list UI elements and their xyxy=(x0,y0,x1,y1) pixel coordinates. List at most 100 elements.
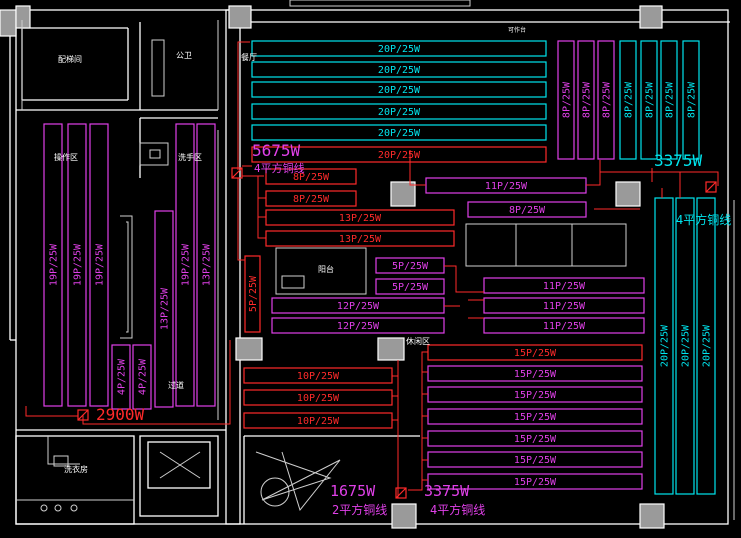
light-strip-label: 13P/25W xyxy=(339,234,382,245)
light-strip-label: 8P/25W xyxy=(602,81,613,118)
light-strip-8p: 8P/25W xyxy=(557,40,575,160)
light-strip-label: 4P/25W xyxy=(117,358,128,395)
wire-segment xyxy=(600,171,719,186)
room-label-toilet: 公卫 xyxy=(176,51,192,60)
room-label-balcony: 阳台 xyxy=(318,264,334,274)
light-strip-5p: 5P/25W xyxy=(375,278,445,295)
light-strip-label: 12P/25W xyxy=(337,321,380,332)
light-strip-label: 5P/25W xyxy=(392,282,429,293)
light-strip-label: 8P/25W xyxy=(624,81,635,118)
light-strip-label: 8P/25W xyxy=(665,81,676,118)
wire-segment xyxy=(409,150,426,186)
light-strip-8p: 8P/25W xyxy=(682,40,700,160)
wire-segment xyxy=(237,178,245,261)
room-label-dining: 餐厅 xyxy=(241,53,257,62)
light-strips: 20P/25W 20P/25W 20P/25W 20P/25W 20P/25W 20P/2… xyxy=(43,40,716,495)
light-strip-label: 8P/25W xyxy=(645,81,656,118)
light-strip-15p: 15P/25W xyxy=(427,365,643,382)
circuit-1-cable: 4平方铜线 xyxy=(254,161,305,175)
light-strip-20p: 20P/25W xyxy=(654,197,674,495)
light-strip-label: 15P/25W xyxy=(514,348,557,359)
light-strip-label: 10P/25W xyxy=(297,416,340,427)
wire-segment xyxy=(586,160,601,186)
light-strip-15p: 15P/25W xyxy=(427,473,643,490)
light-strip-label: 8P/25W xyxy=(293,194,330,205)
light-strip-label: 8P/25W xyxy=(562,81,573,118)
light-strip-19p: 19P/25W xyxy=(43,123,63,407)
furniture xyxy=(16,0,735,520)
light-strip-label: 10P/25W xyxy=(297,371,340,382)
distribution-boxes xyxy=(77,167,717,499)
wire-segment xyxy=(25,406,78,417)
light-strip-label: 5P/25W xyxy=(248,275,259,312)
light-strip-19p: 19P/25W xyxy=(175,123,195,407)
light-strip-label: 8P/25W xyxy=(582,81,593,118)
light-strip-8p: 8P/25W xyxy=(660,40,678,160)
light-strip-label: 12P/25W xyxy=(337,301,380,312)
light-strip-8p: 8P/25W xyxy=(640,40,658,160)
room-label-wash: 洗手区 xyxy=(178,152,202,162)
light-strip-label: 20P/25W xyxy=(378,65,421,76)
room-label-prep: 操作区 xyxy=(54,152,78,162)
light-strip-label: 15P/25W xyxy=(514,369,557,380)
light-strip-label: 15P/25W xyxy=(514,455,557,466)
circuit-4-cable: 2平方铜线 xyxy=(332,502,387,517)
room-label-laundry: 洗衣房 xyxy=(64,464,88,474)
light-strip-11p: 11P/25W xyxy=(483,297,645,314)
light-strip-12p: 12P/25W xyxy=(271,317,445,334)
light-strip-label: 20P/25W xyxy=(378,128,421,139)
light-strip-8p: 8P/25W xyxy=(265,168,357,185)
light-strip-label: 15P/25W xyxy=(514,434,557,445)
light-strip-label: 13P/25W xyxy=(160,287,171,330)
light-strip-label: 8P/25W xyxy=(687,81,698,118)
light-strip-label: 15P/25W xyxy=(514,477,557,488)
wire-segment xyxy=(444,265,484,293)
light-strip-20p: 20P/25W xyxy=(251,61,547,78)
light-strip-label: 20P/25W xyxy=(660,324,671,367)
wire-segment xyxy=(237,41,250,170)
room-label-corridor: 过道 xyxy=(168,380,184,390)
light-strip-label: 5P/25W xyxy=(392,261,429,272)
light-strip-label: 13P/25W xyxy=(202,243,213,286)
circuit-1-power: 5675W xyxy=(252,141,301,160)
light-strip-label: 19P/25W xyxy=(181,243,192,286)
light-strip-19p: 19P/25W xyxy=(89,123,109,407)
columns xyxy=(0,5,665,529)
circuit-4-power: 1675W xyxy=(330,482,376,500)
circuit-2-power: 3375W xyxy=(654,151,703,170)
light-strip-20p: 20P/25W xyxy=(251,40,547,57)
room-label-elevator: 配梯间 xyxy=(58,54,82,64)
light-strip-label: 19P/25W xyxy=(95,243,106,286)
light-strip-label: 8P/25W xyxy=(509,205,546,216)
light-strip-label: 11P/25W xyxy=(485,181,528,192)
light-strip-8p: 8P/25W xyxy=(467,201,587,218)
light-strip-13p: 13P/25W xyxy=(154,210,174,408)
light-strip-label: 19P/25W xyxy=(49,243,60,286)
light-strip-label: 20P/25W xyxy=(378,85,421,96)
room-label-leisure: 休闲区 xyxy=(406,336,430,346)
light-strip-11p: 11P/25W xyxy=(483,277,645,294)
light-strip-20p: 20P/25W xyxy=(251,146,547,163)
circuit-5-power: 3375W xyxy=(424,482,470,500)
light-strip-label: 20P/25W xyxy=(702,324,713,367)
light-strip-5p: 5P/25W xyxy=(244,255,261,333)
wire-segment xyxy=(408,351,428,491)
circuit-2-cable: 4平方铜线 xyxy=(676,212,731,227)
circuit-3-power: 2900W xyxy=(96,405,145,424)
light-strip-8p: 8P/25W xyxy=(619,40,637,160)
light-strip-4p: 4P/25W xyxy=(132,344,152,410)
light-strip-20p: 20P/25W xyxy=(675,197,695,495)
light-strip-10p: 10P/25W xyxy=(243,389,393,406)
light-strip-label: 15P/25W xyxy=(514,412,557,423)
room-labels: 配梯间 公卫 餐厅 操作区 洗手区 过道 阳台 休闲区 洗衣房 可作台 xyxy=(54,26,526,474)
light-strip-8p: 8P/25W xyxy=(597,40,615,160)
light-strip-label: 13P/25W xyxy=(339,213,382,224)
light-strip-label: 8P/25W xyxy=(293,172,330,183)
light-strip-label: 15P/25W xyxy=(514,390,557,401)
light-strip-label: 20P/25W xyxy=(378,150,421,161)
light-strip-20p: 20P/25W xyxy=(251,124,547,141)
light-strip-label: 11P/25W xyxy=(543,281,586,292)
room-label-top-note: 可作台 xyxy=(508,26,526,34)
light-strip-8p: 8P/25W xyxy=(577,40,595,160)
light-strip-label: 20P/25W xyxy=(681,324,692,367)
